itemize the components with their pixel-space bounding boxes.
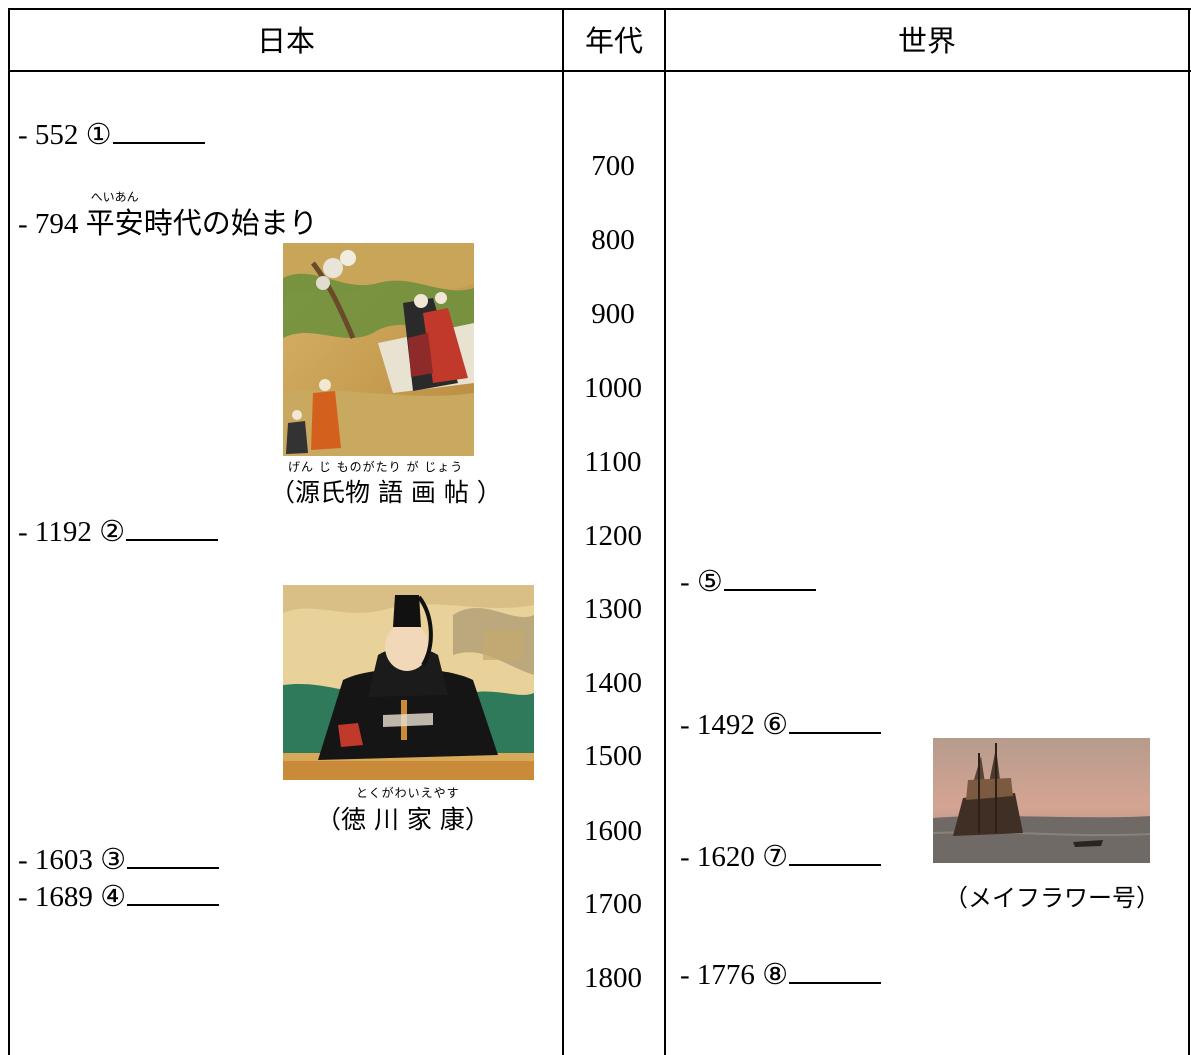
event-year: - 1620 <box>680 841 755 873</box>
event-marker: ③ <box>100 844 127 876</box>
event-year: - 794 <box>18 208 79 240</box>
answer-blank-8[interactable] <box>789 958 882 984</box>
event-marker: ⑥ <box>762 709 789 741</box>
event-year: - 1492 <box>680 709 755 741</box>
genji-furigana: げん じ ものがたり が じょう <box>288 460 464 474</box>
event-marker: ④ <box>100 881 127 913</box>
mayflower-painting <box>933 738 1150 863</box>
genji-monogatari-painting <box>283 243 474 456</box>
decade-1100: 1100 <box>584 446 642 478</box>
answer-blank-6[interactable] <box>789 708 882 734</box>
japan-event-552: - 552 ① <box>18 118 205 152</box>
column-divider-left <box>562 8 564 1055</box>
event-marker: ⑧ <box>762 959 789 991</box>
event-year: - 1603 <box>18 844 93 876</box>
mayflower-caption: （メイフラワー号） <box>944 884 1160 912</box>
japan-event-1689: - 1689 ④ <box>18 880 220 914</box>
mayflower-painting-illustration <box>933 738 1150 863</box>
answer-blank-4[interactable] <box>127 880 220 906</box>
decade-1500: 1500 <box>584 740 642 772</box>
event-year: - <box>680 566 697 598</box>
answer-blank-5[interactable] <box>723 565 816 591</box>
decade-1200: 1200 <box>584 520 642 552</box>
decade-1400: 1400 <box>584 667 642 699</box>
answer-blank-3[interactable] <box>127 843 220 869</box>
ieyasu-caption: （徳 川 家 康） <box>316 805 490 834</box>
decade-1600: 1600 <box>584 815 642 847</box>
decade-800: 800 <box>591 224 635 256</box>
header-japan: 日本 <box>256 24 315 58</box>
decade-1000: 1000 <box>584 372 642 404</box>
column-divider-right <box>664 8 666 1055</box>
world-event-1620: - 1620 ⑦ <box>680 840 882 874</box>
event-marker: ① <box>85 119 112 151</box>
decade-900: 900 <box>591 298 635 330</box>
decade-1800: 1800 <box>584 962 642 994</box>
event-text: 時代の始まり <box>143 206 318 240</box>
decade-700: 700 <box>591 150 635 182</box>
header-world: 世界 <box>897 24 956 58</box>
ieyasu-portrait-illustration <box>283 585 534 780</box>
heian-kanji: 平安 <box>85 206 144 240</box>
japan-event-1192: - 1192 ② <box>18 515 219 549</box>
tokugawa-ieyasu-portrait <box>283 585 534 780</box>
table-left-border <box>8 8 10 1055</box>
heian-furigana: へいあん <box>90 190 139 204</box>
genji-painting-illustration <box>283 243 474 456</box>
ieyasu-furigana: とくがわいえやす <box>356 786 460 800</box>
header-era: 年代 <box>584 24 643 58</box>
event-marker: ② <box>99 516 126 548</box>
event-year: - 1776 <box>680 959 755 991</box>
answer-blank-7[interactable] <box>789 840 882 866</box>
answer-blank-2[interactable] <box>126 515 219 541</box>
table-top-border <box>8 8 1191 10</box>
answer-blank-1[interactable] <box>112 118 205 144</box>
event-marker: ⑤ <box>696 566 723 598</box>
genji-caption: （源氏物 語 画 帖 ） <box>270 478 502 507</box>
event-year: - 1192 <box>18 516 92 548</box>
world-event-1776: - 1776 ⑧ <box>680 958 882 992</box>
header-bottom-border <box>8 70 1191 72</box>
event-year: - 552 <box>18 119 79 151</box>
japan-event-794: - 794 へいあん平安時代の始まり <box>18 190 318 241</box>
event-year: - 1689 <box>18 881 93 913</box>
world-event-1492: - 1492 ⑥ <box>680 708 882 742</box>
decade-1700: 1700 <box>584 888 642 920</box>
heian-ruby: へいあん平安 <box>85 190 144 241</box>
decade-1300: 1300 <box>584 593 642 625</box>
table-right-border <box>1188 8 1190 1055</box>
event-marker: ⑦ <box>762 841 789 873</box>
world-event-5: - ⑤ <box>680 565 816 599</box>
japan-event-1603: - 1603 ③ <box>18 843 220 877</box>
